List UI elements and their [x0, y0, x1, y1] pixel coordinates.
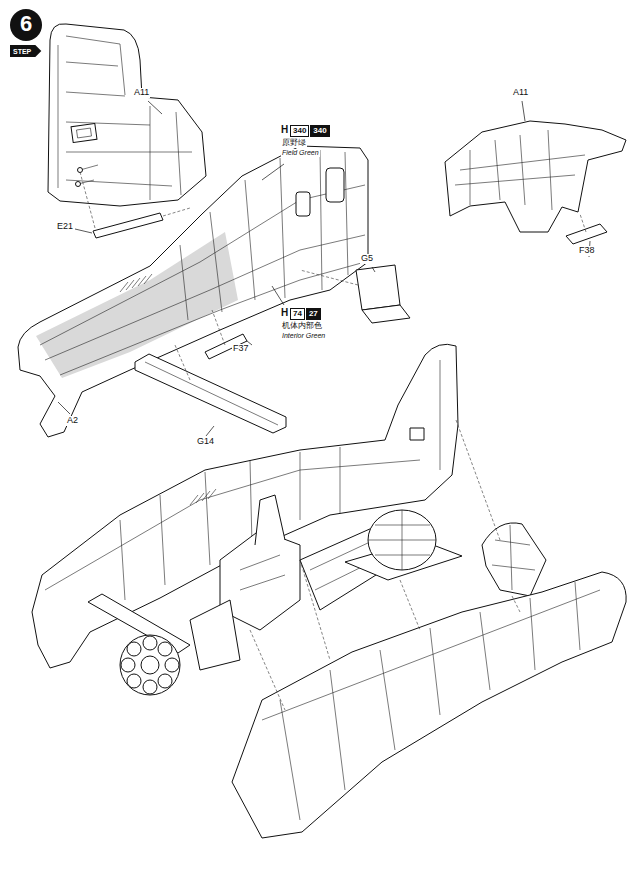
- small-fuselage-part: [580, 214, 586, 232]
- gunsight-and-seat: [368, 510, 436, 570]
- assembled-fuselage: [255, 495, 285, 545]
- small-fuselage-part: [566, 224, 607, 244]
- part-number: A11: [133, 88, 150, 98]
- tail-fuselage-half: [48, 24, 206, 206]
- assembled-fuselage: [120, 635, 180, 695]
- step-number: 6: [9, 9, 43, 39]
- small-fuselage-part: [455, 130, 585, 210]
- assembled-fuselage: [158, 674, 172, 688]
- paint-code-box: 74: [290, 308, 305, 320]
- leader-line: [522, 101, 525, 121]
- tail-fuselage-half: [58, 36, 192, 200]
- tail-fuselage-half: [71, 123, 97, 142]
- part-number: E21: [56, 222, 74, 232]
- paint-code-box: 27: [306, 308, 321, 320]
- assembled-fuselage: [165, 658, 179, 672]
- small-fuselage-part: [445, 121, 626, 232]
- part-number: A11: [512, 88, 529, 98]
- leader-line: [206, 426, 214, 436]
- leader-line: [272, 286, 284, 305]
- small-parts: [145, 362, 278, 425]
- lower-fuselage-half: [262, 582, 600, 820]
- color-name: Interior Green: [281, 332, 326, 340]
- leader-line: [372, 267, 375, 272]
- leader-line: [148, 101, 162, 114]
- leader-line: [75, 229, 92, 233]
- badge-circle: [10, 9, 42, 41]
- tail-fuselage-half: [78, 165, 98, 184]
- small-parts: [80, 172, 410, 433]
- part-number: G14: [196, 437, 215, 447]
- color-name: 原野绿: [281, 139, 307, 148]
- paint-code-box: 340: [290, 125, 309, 137]
- lower-fuselage-half: [232, 572, 626, 838]
- paint-code: 340: [293, 126, 306, 136]
- assembled-fuselage: [32, 344, 458, 668]
- fuselage-half: [120, 274, 152, 292]
- assembled-fuselage: [158, 642, 172, 656]
- small-parts: [93, 213, 163, 238]
- badge-arrow: [10, 45, 41, 57]
- leader-line: [58, 402, 70, 414]
- fuselage-half: [326, 168, 344, 202]
- paint-code: 340: [313, 126, 326, 136]
- assembled-fuselage: [127, 674, 141, 688]
- tail-fuselage-half: [48, 24, 206, 206]
- step-badge: 6STEP: [9, 8, 49, 58]
- gunsight-and-seat: [368, 510, 436, 570]
- lower-fuselage-half: [232, 572, 626, 838]
- tail-fuselage-half: [76, 182, 81, 187]
- assembly-guide: [250, 420, 520, 710]
- assembled-fuselage: [143, 636, 157, 650]
- assembled-fuselage: [190, 489, 216, 505]
- assembled-fuselage: [410, 428, 424, 440]
- assembled-fuselage: [141, 656, 159, 674]
- leader-line: [58, 101, 590, 436]
- tail-fuselage-half: [77, 128, 92, 138]
- part-number: A2: [66, 416, 79, 426]
- paint-brand: H: [280, 307, 289, 318]
- gunsight-and-seat: [492, 525, 535, 590]
- small-parts: [175, 345, 190, 380]
- fuselage-half: [18, 146, 368, 437]
- assembled-fuselage: [143, 680, 157, 694]
- color-name: 机体内部色: [281, 322, 323, 331]
- paint-code-box: 340: [310, 125, 329, 137]
- small-parts: [362, 305, 410, 323]
- small-fuselage-part: [445, 121, 626, 244]
- paint-code: 74: [293, 309, 302, 319]
- fuselage-half: [296, 192, 310, 216]
- small-parts: [300, 270, 358, 285]
- part-number: G5: [360, 254, 374, 264]
- small-parts: [356, 265, 400, 310]
- small-parts: [212, 310, 225, 345]
- assembled-fuselage: [127, 642, 141, 656]
- fuselage-half: [180, 150, 348, 320]
- step-word: STEP: [13, 47, 31, 56]
- leader-line: [262, 164, 284, 180]
- color-name: Field Green: [281, 149, 320, 157]
- small-parts: [80, 172, 190, 228]
- paint-code: 27: [309, 309, 318, 319]
- fuselage-half: [40, 185, 365, 375]
- assembled-fuselage: [121, 658, 135, 672]
- fuselage-half: [18, 146, 368, 437]
- tail-fuselage-half: [78, 168, 83, 173]
- paint-brand: H: [280, 124, 289, 135]
- gunsight-and-seat: [345, 510, 546, 596]
- assembled-fuselage: [190, 600, 240, 670]
- part-number: F37: [232, 344, 250, 354]
- gunsight-and-seat: [482, 523, 546, 596]
- small-parts: [135, 354, 286, 433]
- part-number: F38: [578, 246, 596, 256]
- assembly-guide: [250, 420, 520, 710]
